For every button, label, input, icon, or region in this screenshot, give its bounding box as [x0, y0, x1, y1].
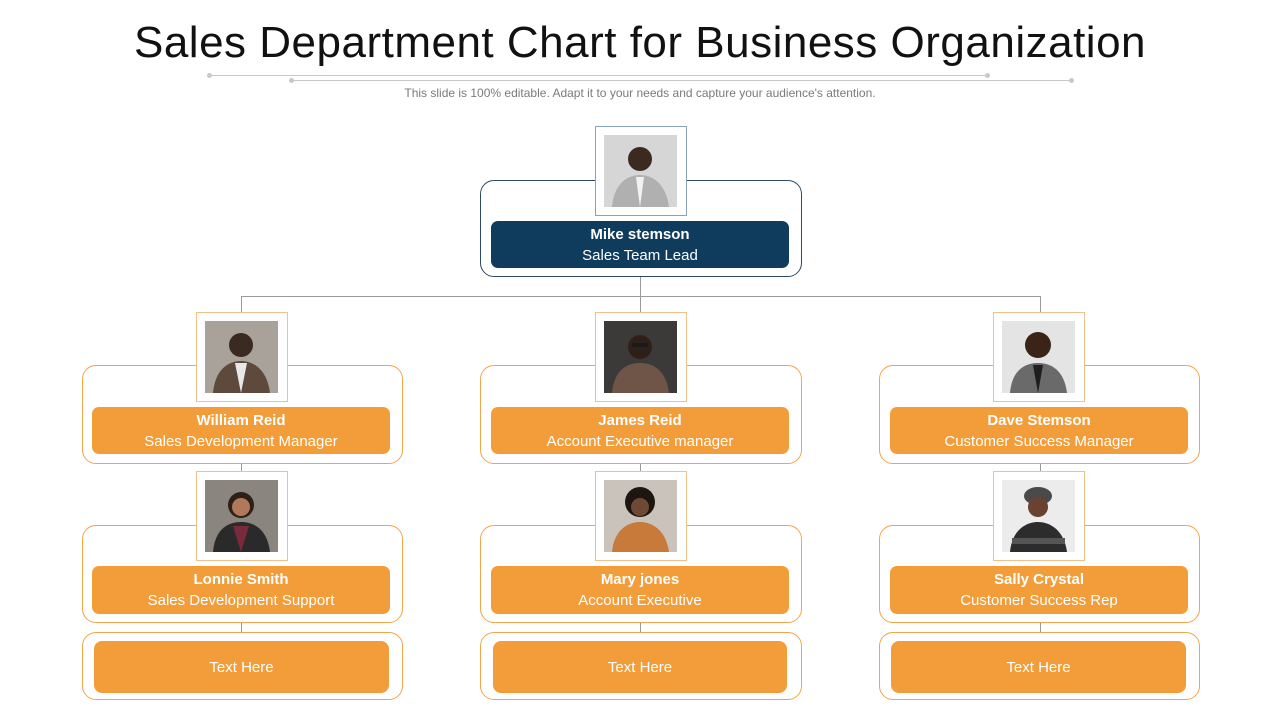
- divider-dot: [1069, 78, 1074, 83]
- lead-name: Mike stemson: [590, 225, 690, 243]
- lead-photo-frame: [595, 126, 687, 216]
- connector-horizontal: [241, 296, 1041, 297]
- person-photo-icon: [205, 321, 278, 393]
- report-name: Sally Crystal: [993, 571, 1085, 588]
- connector-col2-mid: [640, 463, 641, 473]
- person-photo-icon: [604, 480, 677, 552]
- report-label-3: Sally Crystal Customer Success Rep: [890, 566, 1188, 614]
- person-photo-icon: [1002, 480, 1075, 552]
- placeholder-text-box-1[interactable]: Text Here: [94, 641, 389, 693]
- manager-photo-frame-1: [196, 312, 288, 402]
- person-photo-icon: [604, 321, 677, 393]
- page-title: Sales Department Chart for Business Orga…: [133, 18, 1147, 67]
- person-photo-icon: [205, 480, 278, 552]
- manager-name: William Reid: [196, 411, 286, 429]
- manager-photo-frame-3: [993, 312, 1085, 402]
- connector-col1-mid: [241, 463, 242, 473]
- manager-label-2: James Reid Account Executive manager: [491, 407, 789, 454]
- divider-dot: [207, 73, 212, 78]
- manager-label-1: William Reid Sales Development Manager: [92, 407, 390, 454]
- report-label-1: Lonnie Smith Sales Development Support: [92, 566, 390, 614]
- placeholder-text-box-3[interactable]: Text Here: [891, 641, 1186, 693]
- connector-center-down: [640, 296, 641, 314]
- divider-dot: [985, 73, 990, 78]
- manager-name: James Reid: [598, 411, 682, 429]
- report-role: Customer Success Rep: [960, 592, 1118, 609]
- connector-lead-down: [640, 277, 641, 297]
- title-divider-bottom: [292, 80, 1072, 81]
- report-photo-frame-1: [196, 471, 288, 561]
- manager-photo-frame-2: [595, 312, 687, 402]
- page-subtitle: This slide is 100% editable. Adapt it to…: [404, 86, 876, 100]
- report-name: Mary jones: [600, 571, 680, 588]
- connector-col3-bottom: [1040, 622, 1041, 633]
- manager-name: Dave Stemson: [987, 411, 1091, 429]
- connector-col2-bottom: [640, 622, 641, 633]
- report-role: Sales Development Support: [147, 592, 335, 609]
- manager-role: Customer Success Manager: [944, 432, 1134, 450]
- person-photo-icon: [604, 135, 677, 207]
- manager-role: Sales Development Manager: [144, 432, 338, 450]
- report-photo-frame-3: [993, 471, 1085, 561]
- connector-col3-mid: [1040, 463, 1041, 473]
- lead-role: Sales Team Lead: [582, 246, 698, 264]
- connector-col1-bottom: [241, 622, 242, 633]
- manager-label-3: Dave Stemson Customer Success Manager: [890, 407, 1188, 454]
- person-photo-icon: [1002, 321, 1075, 393]
- title-divider-top: [210, 75, 988, 76]
- connector-right-down: [1040, 296, 1041, 314]
- connector-left-down: [241, 296, 242, 314]
- lead-label: Mike stemson Sales Team Lead: [491, 221, 789, 268]
- report-photo-frame-2: [595, 471, 687, 561]
- report-role: Account Executive: [578, 592, 702, 609]
- report-label-2: Mary jones Account Executive: [491, 566, 789, 614]
- placeholder-text-box-2[interactable]: Text Here: [493, 641, 787, 693]
- report-name: Lonnie Smith: [193, 571, 289, 588]
- manager-role: Account Executive manager: [546, 432, 734, 450]
- divider-dot: [289, 78, 294, 83]
